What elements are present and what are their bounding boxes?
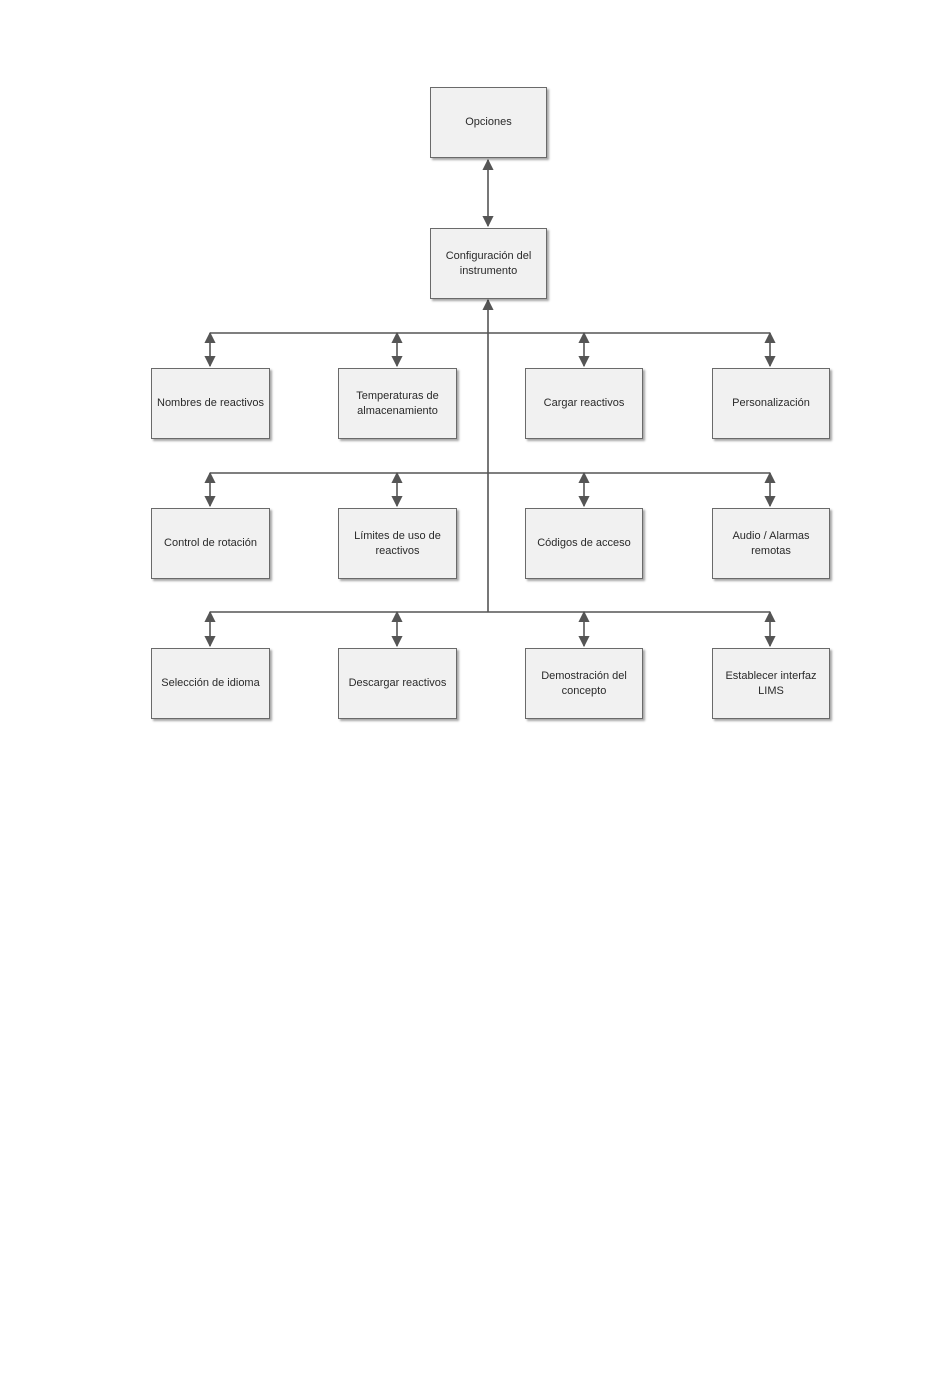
node-configuracion-label: Configuración del instrumento xyxy=(445,249,532,277)
node-demostracion-concepto: Demostración del concepto xyxy=(525,648,643,719)
node-personalizacion: Personalización xyxy=(712,368,830,439)
node-codigos-acceso: Códigos de acceso xyxy=(525,508,643,579)
node-descargar-label: Descargar reactivos xyxy=(348,677,447,689)
node-seleccion-idioma: Selección de idioma xyxy=(151,648,270,719)
node-temperaturas-almacenamiento: Temperaturas de almacenamiento xyxy=(338,368,457,439)
node-seleccion-label: Selección de idioma xyxy=(161,677,260,689)
node-codigos-label: Códigos de acceso xyxy=(537,537,631,549)
node-opciones-label: Opciones xyxy=(465,116,512,128)
node-descargar-reactivos: Descargar reactivos xyxy=(338,648,457,719)
node-configuracion-instrumento: Configuración del instrumento xyxy=(430,228,547,299)
node-cargar-reactivos: Cargar reactivos xyxy=(525,368,643,439)
node-nombres-label: Nombres de reactivos xyxy=(157,397,264,409)
node-establecer-interfaz-lims: Establecer interfaz LIMS xyxy=(712,648,830,719)
node-limites-label: Límites de uso de reactivos xyxy=(354,529,441,557)
node-control-rotacion: Control de rotación xyxy=(151,508,270,579)
node-demostracion-label: Demostración del concepto xyxy=(541,669,627,697)
node-opciones: Opciones xyxy=(430,87,547,158)
node-temperaturas-label: Temperaturas de almacenamiento xyxy=(356,389,439,417)
node-personalizacion-label: Personalización xyxy=(732,397,810,409)
node-nombres-reactivos: Nombres de reactivos xyxy=(151,368,270,439)
node-control-label: Control de rotación xyxy=(164,537,257,549)
node-cargar-label: Cargar reactivos xyxy=(543,397,625,409)
node-limites-uso: Límites de uso de reactivos xyxy=(338,508,457,579)
node-audio-alarmas: Audio / Alarmas remotas xyxy=(712,508,830,579)
node-audio-label: Audio / Alarmas remotas xyxy=(732,529,810,557)
node-lims-label: Establecer interfaz LIMS xyxy=(725,669,817,697)
